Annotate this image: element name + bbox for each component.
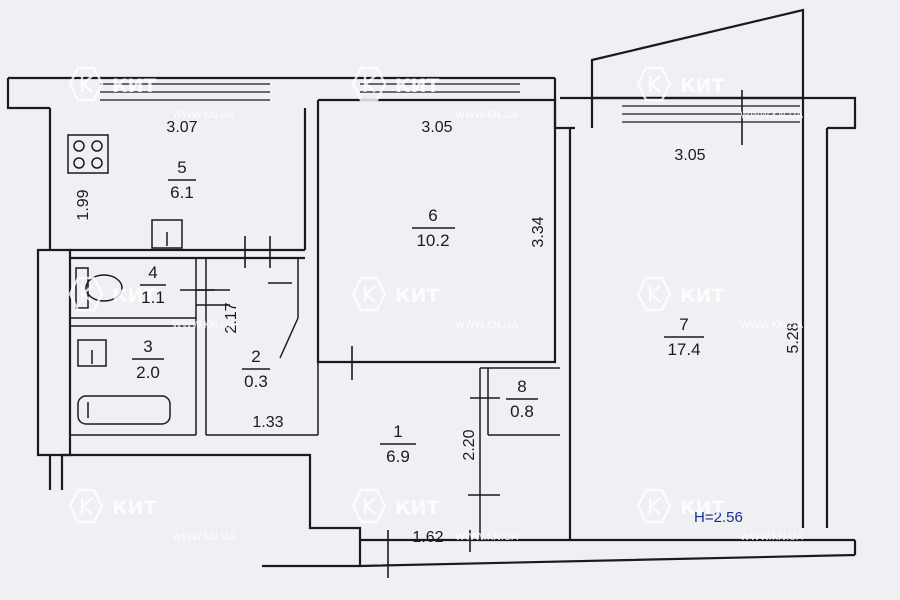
window-kitchen xyxy=(100,83,270,101)
watermark-brand: КИТ xyxy=(112,285,156,307)
watermark-logo-icon xyxy=(68,66,104,102)
dimension-room6-width: 3.05 xyxy=(421,119,452,136)
bottom-wall xyxy=(62,453,857,568)
watermark: КИТ WWW.KN.UA xyxy=(636,488,803,543)
watermarks: КИТ WWW.KN.UA КИТ WWW.KN.UA КИТ WWW.KN.UA КИТ W… xyxy=(68,66,803,543)
closet8 xyxy=(479,367,560,540)
left-wall xyxy=(36,108,72,490)
watermark: КИТ WWW.KN.UA xyxy=(68,488,235,543)
watermark-url: WWW.KN.UA xyxy=(455,110,518,121)
dimension-kitchen-width: 3.07 xyxy=(166,119,197,136)
right-wall xyxy=(560,96,857,528)
watermark-url: WWW.KN.UA xyxy=(172,320,235,331)
dimension-hall-depth: 2.20 xyxy=(461,429,478,460)
room-1-label: 1 6.9 xyxy=(380,422,416,466)
corridor xyxy=(206,362,319,436)
room-number: 5 xyxy=(177,158,186,177)
room-4-label: 4 1.1 xyxy=(140,263,166,307)
watermark-logo-icon xyxy=(636,488,672,524)
watermark-logo-icon xyxy=(636,66,672,102)
bathtub-icon xyxy=(77,395,171,425)
wc-bath xyxy=(70,258,207,436)
dimension-room7-depth: 5.28 xyxy=(785,322,802,353)
watermark: КИТ WWW.KN.UA xyxy=(351,276,518,331)
stove-icon xyxy=(67,134,109,174)
watermark-url: WWW.KN.UA xyxy=(455,532,518,543)
room-number: 8 xyxy=(517,377,526,396)
watermark: КИТ WWW.KN.UA xyxy=(636,276,803,331)
room-3-label: 3 2.0 xyxy=(132,337,164,382)
watermark-brand: КИТ xyxy=(395,497,439,519)
dimension-entrance-width: 1.62 xyxy=(412,529,443,546)
watermark-url: WWW.KN.UA xyxy=(740,320,803,331)
watermark-brand: КИТ xyxy=(395,285,439,307)
watermark-url: WWW.KN.UA xyxy=(172,110,235,121)
dimension-wc-depth: 2.17 xyxy=(223,302,240,333)
room-area: 17.4 xyxy=(667,340,700,359)
dimension-corridor-width: 1.33 xyxy=(252,414,283,431)
window-room6 xyxy=(360,83,520,101)
room-5-label: 5 6.1 xyxy=(168,158,196,202)
watermark-url: WWW.KN.UA xyxy=(740,532,803,543)
room-number: 2 xyxy=(251,347,260,366)
watermark-brand: КИТ xyxy=(395,75,439,97)
room-number: 3 xyxy=(143,337,152,356)
window-room7 xyxy=(622,105,800,123)
watermark: КИТ WWW.KN.UA xyxy=(351,488,518,543)
watermark: КИТ WWW.KN.UA xyxy=(68,276,235,331)
room-area: 10.2 xyxy=(416,231,449,250)
watermark-logo-icon xyxy=(68,488,104,524)
room-number: 1 xyxy=(393,422,402,441)
room-6-label: 6 10.2 xyxy=(412,206,455,250)
watermark-logo-icon xyxy=(68,276,104,312)
room-2-label: 2 0.3 xyxy=(242,347,270,391)
watermark-brand: КИТ xyxy=(112,75,156,97)
dimension-room6-depth: 3.34 xyxy=(530,216,547,247)
room-area: 2.0 xyxy=(136,363,160,382)
watermark-brand: КИТ xyxy=(680,497,724,519)
watermark-logo-icon xyxy=(636,276,672,312)
room-number: 4 xyxy=(148,263,157,282)
room-8-label: 8 0.8 xyxy=(506,377,538,421)
room-number: 7 xyxy=(679,315,688,334)
room-number: 6 xyxy=(428,206,437,225)
watermark-logo-icon xyxy=(351,488,387,524)
sink-icon xyxy=(151,219,183,249)
watermark: КИТ WWW.KN.UA xyxy=(68,66,235,121)
walls xyxy=(6,8,857,568)
watermark: КИТ WWW.KN.UA xyxy=(351,66,518,121)
watermark: КИТ WWW.KN.UA xyxy=(636,66,803,121)
room-area: 0.8 xyxy=(510,402,534,421)
windows xyxy=(100,83,800,123)
dimension-kitchen-depth: 1.99 xyxy=(75,189,92,220)
washbasin-icon xyxy=(77,339,107,367)
dimension-ticks xyxy=(180,90,743,578)
room-area: 6.9 xyxy=(386,447,410,466)
watermark-url: WWW.KN.UA xyxy=(455,320,518,331)
watermark-brand: КИТ xyxy=(680,75,724,97)
room-area: 0.3 xyxy=(244,372,268,391)
dimension-room7-width: 3.05 xyxy=(674,147,705,164)
room-7-label: 7 17.4 xyxy=(664,315,704,359)
room-area: 1.1 xyxy=(141,288,165,307)
watermark-brand: КИТ xyxy=(680,285,724,307)
watermark-logo-icon xyxy=(351,66,387,102)
watermark-url: WWW.KN.UA xyxy=(172,532,235,543)
closet2 xyxy=(206,257,299,359)
ceiling-height: H=2.56 xyxy=(694,509,743,526)
watermark-logo-icon xyxy=(351,276,387,312)
watermark-brand: КИТ xyxy=(112,497,156,519)
watermark-url: WWW.KN.UA xyxy=(740,110,803,121)
room-area: 6.1 xyxy=(170,183,194,202)
